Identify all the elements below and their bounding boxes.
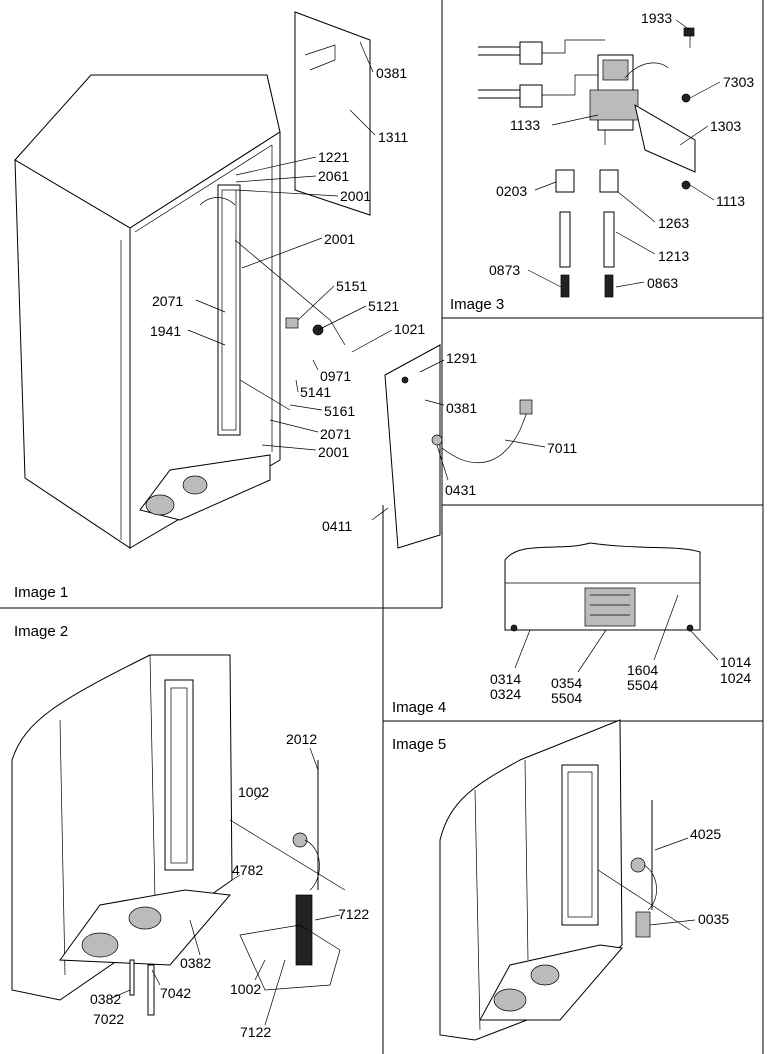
part-label: 5504 bbox=[551, 690, 582, 706]
captions: Image 1 Image 2 Image 3 Image 4 Image 5 bbox=[14, 296, 504, 753]
image1-labels: 0381 1311 1221 2061 2001 2001 5151 5121 … bbox=[150, 65, 577, 534]
part-label: 1021 bbox=[394, 321, 425, 337]
part-label: 1221 bbox=[318, 149, 349, 165]
part-label: 2071 bbox=[152, 293, 183, 309]
part-label: 5504 bbox=[627, 677, 658, 693]
image3-leaders bbox=[527, 19, 721, 288]
part-label: 1604 bbox=[627, 662, 658, 678]
image2-artwork bbox=[11, 654, 346, 1016]
caption-image3: Image 3 bbox=[450, 296, 504, 313]
part-label: 0382 bbox=[90, 991, 121, 1007]
image5-artwork bbox=[439, 719, 691, 1041]
part-label: 2061 bbox=[318, 168, 349, 184]
part-label: 7122 bbox=[240, 1024, 271, 1040]
part-label: 7011 bbox=[547, 440, 577, 456]
caption-image2: Image 2 bbox=[14, 623, 68, 640]
image4-labels: 0314 0324 0354 5504 1604 5504 1014 1024 bbox=[490, 654, 751, 706]
part-label: 0971 bbox=[320, 368, 351, 384]
part-label: 2001 bbox=[318, 444, 349, 460]
part-label: 0863 bbox=[647, 275, 678, 291]
part-label: 2001 bbox=[324, 231, 355, 247]
part-label: 4782 bbox=[232, 862, 263, 878]
part-label: 5161 bbox=[324, 403, 355, 419]
image3-labels: 1933 7303 1133 1303 0203 1113 1263 1213 … bbox=[489, 10, 754, 291]
part-label: 0411 bbox=[322, 518, 352, 534]
image5-leaders bbox=[649, 837, 696, 926]
part-label: 2071 bbox=[320, 426, 351, 442]
part-label: 7303 bbox=[723, 74, 754, 90]
part-label: 0354 bbox=[551, 675, 582, 691]
image1-artwork bbox=[14, 11, 533, 549]
part-label: 0381 bbox=[446, 400, 477, 416]
part-label: 0324 bbox=[490, 686, 521, 702]
part-label: 2012 bbox=[286, 731, 317, 747]
part-label: 0381 bbox=[376, 65, 407, 81]
part-label: 1024 bbox=[720, 670, 751, 686]
part-label: 1133 bbox=[510, 117, 540, 133]
image2-labels: 2012 1002 4782 7122 0382 0382 7042 7022 … bbox=[90, 731, 369, 1040]
caption-image1: Image 1 bbox=[14, 584, 68, 601]
caption-image5: Image 5 bbox=[392, 736, 446, 753]
part-label: 1002 bbox=[238, 784, 269, 800]
part-label: 5141 bbox=[300, 384, 331, 400]
part-label: 5151 bbox=[336, 278, 367, 294]
part-label: 7042 bbox=[160, 985, 191, 1001]
part-label: 7022 bbox=[93, 1011, 124, 1027]
part-label: 2001 bbox=[340, 188, 371, 204]
image2-leaders bbox=[111, 747, 341, 1026]
part-label: 0035 bbox=[698, 911, 729, 927]
part-label: 1933 bbox=[641, 10, 672, 26]
image1-leaders bbox=[187, 41, 546, 521]
part-label: 7122 bbox=[338, 906, 369, 922]
image4-artwork bbox=[504, 542, 701, 632]
part-label: 0382 bbox=[180, 955, 211, 971]
part-label: 4025 bbox=[690, 826, 721, 842]
part-label: 1291 bbox=[446, 350, 477, 366]
caption-image4: Image 4 bbox=[392, 699, 446, 716]
part-label: 5121 bbox=[368, 298, 399, 314]
part-label: 1941 bbox=[150, 323, 181, 339]
part-label: 1263 bbox=[658, 215, 689, 231]
part-label: 0431 bbox=[445, 482, 476, 498]
part-label: 0873 bbox=[489, 262, 520, 278]
part-label: 1113 bbox=[716, 193, 745, 209]
part-label: 1213 bbox=[658, 248, 689, 264]
part-label: 0314 bbox=[490, 671, 521, 687]
part-label: 1303 bbox=[710, 118, 741, 134]
part-label: 1014 bbox=[720, 654, 751, 670]
part-label: 0203 bbox=[496, 183, 527, 199]
part-label: 1311 bbox=[378, 129, 408, 145]
image3-artwork bbox=[478, 27, 696, 298]
image4-leaders bbox=[514, 594, 719, 673]
part-label: 1002 bbox=[230, 981, 261, 997]
image5-labels: 4025 0035 bbox=[690, 826, 729, 927]
